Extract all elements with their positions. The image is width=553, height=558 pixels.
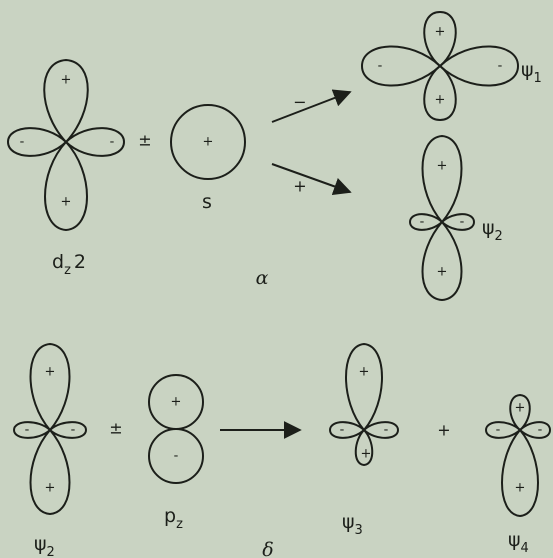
psi4-right-lobe xyxy=(518,421,552,439)
psi3-bottom-lobe xyxy=(354,428,374,467)
psi1-orbital: + + - - xyxy=(360,10,520,122)
psi3-label: ψ3 xyxy=(342,511,363,538)
dz2-left-lobe xyxy=(6,127,68,157)
s-orbital: + xyxy=(170,104,246,180)
dz2-right-sign: - xyxy=(110,135,115,150)
psi2b-bottom-lobe xyxy=(29,428,71,516)
dz2-top-sign: + xyxy=(61,73,72,88)
psi2a-left-lobe xyxy=(408,213,444,231)
s-label: s xyxy=(202,191,212,213)
psi2a-right-sign: - xyxy=(460,215,465,230)
plus-operator-b: + xyxy=(437,421,450,440)
pz-top-sign: + xyxy=(171,395,182,410)
dz2-left-sign: - xyxy=(20,135,25,150)
psi1-bottom-sign: + xyxy=(435,93,446,108)
psi4-left-lobe xyxy=(484,421,522,439)
pz-orbital: + - xyxy=(148,374,204,484)
dz2-top-lobe xyxy=(43,58,89,144)
psi2b-top-sign: + xyxy=(45,365,56,380)
pz-label: pz xyxy=(164,505,183,532)
psi2a-bottom-lobe xyxy=(421,220,463,302)
psi1-right-sign: - xyxy=(498,59,503,74)
lower-arrow xyxy=(271,163,352,195)
s-circle xyxy=(170,104,246,180)
psi2-orbital-a: + + - - xyxy=(408,134,476,302)
psi2a-top-sign: + xyxy=(437,159,448,174)
plus-minus-operator-b: ± xyxy=(109,419,122,438)
psi2a-left-sign: - xyxy=(420,215,425,230)
dz2-right-lobe xyxy=(64,127,126,157)
psi3-top-sign: + xyxy=(359,365,370,380)
psi1-top-lobe xyxy=(423,10,457,68)
psi2a-right-lobe xyxy=(440,213,476,231)
plus-minus-operator-a: ± xyxy=(138,131,151,150)
caption-a: α xyxy=(256,267,269,289)
psi1-left-lobe xyxy=(360,45,442,87)
pz-bottom-sign: - xyxy=(174,449,179,464)
psi4-top-lobe xyxy=(509,393,531,432)
psi2-label-a: ψ2 xyxy=(482,217,503,244)
upper-arrow xyxy=(271,89,352,123)
upper-arrow-sign: − xyxy=(293,93,306,112)
psi4-top-sign: + xyxy=(515,401,526,416)
s-sign: + xyxy=(203,135,214,150)
psi4-label: ψ4 xyxy=(508,529,529,556)
psi3-right-sign: - xyxy=(384,423,389,438)
psi2a-top-lobe xyxy=(421,134,463,224)
psi2b-left-sign: - xyxy=(25,423,30,438)
psi1-right-lobe xyxy=(438,45,520,87)
dz2-bottom-sign: + xyxy=(61,195,72,210)
dz2-bottom-lobe xyxy=(44,140,88,232)
psi2b-right-lobe xyxy=(48,421,88,439)
lower-arrow-sign: + xyxy=(293,177,306,196)
psi2a-bottom-sign: + xyxy=(437,265,448,280)
psi1-label: ψ1 xyxy=(521,59,542,86)
psi4-bottom-lobe xyxy=(501,428,539,518)
psi4-right-sign: - xyxy=(538,423,543,438)
psi2-label-b: ψ2 xyxy=(34,533,55,558)
psi3-left-lobe xyxy=(328,421,366,439)
psi4-left-sign: - xyxy=(496,423,501,438)
pz-bottom-lobe xyxy=(148,428,204,484)
psi4-orbital: + + - - xyxy=(484,393,552,518)
psi1-bottom-lobe xyxy=(423,64,457,122)
psi3-right-lobe xyxy=(362,421,400,439)
psi2-orbital-b: + + - - xyxy=(12,342,88,516)
psi1-top-sign: + xyxy=(435,25,446,40)
psi2b-right-sign: - xyxy=(71,423,76,438)
psi4-bottom-sign: + xyxy=(515,481,526,496)
caption-b: δ xyxy=(262,539,273,558)
psi2b-bottom-sign: + xyxy=(45,481,56,496)
psi3-orbital: + + - - xyxy=(328,342,400,467)
psi3-bottom-sign: + xyxy=(361,447,372,462)
psi2b-top-lobe xyxy=(29,342,71,432)
dz2-orbital: + + - - xyxy=(6,58,126,232)
psi3-top-lobe xyxy=(345,342,383,432)
psi1-left-sign: - xyxy=(378,59,383,74)
psi2b-left-lobe xyxy=(12,421,52,439)
psi3-left-sign: - xyxy=(340,423,345,438)
